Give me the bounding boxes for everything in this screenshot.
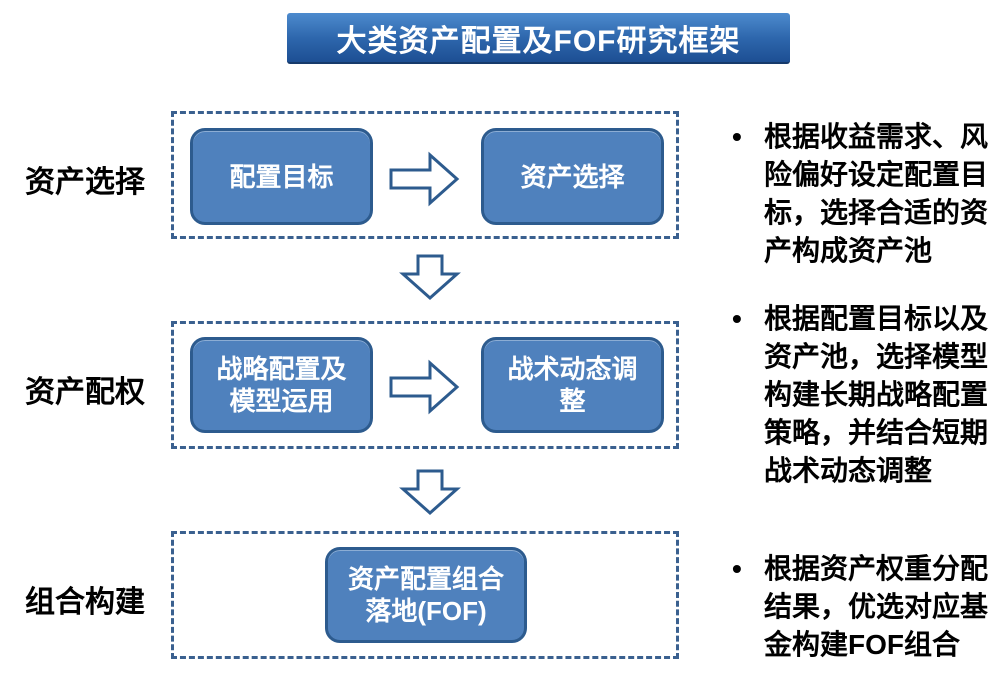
bullet-item-asset-selection: • 根据收益需求、风险偏好设定配置目标，选择合适的资产构成资产池	[728, 118, 996, 270]
down-arrow-icon	[399, 469, 461, 516]
node-allocation-target-label: 配置目标	[229, 161, 334, 192]
bullet-text-asset-weighting: 根据配置目标以及资产池，选择模型构建长期战略配置策略，并结合短期战术动态调整	[764, 303, 989, 486]
stage-box-asset-weighting	[171, 321, 679, 449]
bullet-text-asset-selection: 根据收益需求、风险偏好设定配置目标，选择合适的资产构成资产池	[764, 121, 989, 266]
right-arrow-icon	[389, 359, 460, 415]
stage-box-asset-selection	[171, 111, 679, 239]
bullet-item-portfolio-construction: • 根据资产权重分配结果，优选对应基金构建FOF组合	[728, 550, 996, 664]
bullet-dot: •	[732, 553, 742, 584]
node-tactical-adjustment: 战术动态调 整	[481, 337, 664, 433]
bullet-dot: •	[732, 121, 742, 152]
row-label-portfolio-construction: 组合构建	[25, 586, 145, 619]
node-strategic-allocation-label: 战略配置及 模型运用	[216, 354, 347, 416]
bullet-item-asset-weighting: • 根据配置目标以及资产池，选择模型构建长期战略配置策略，并结合短期战术动态调整	[728, 300, 996, 490]
row-label-asset-weighting: 资产配权	[25, 376, 145, 409]
node-fof-implementation-label: 资产配置组合 落地(FOF)	[347, 564, 504, 626]
node-asset-selection-label: 资产选择	[520, 161, 625, 192]
right-arrow-icon	[389, 151, 460, 207]
row-label-asset-selection: 资产选择	[25, 166, 145, 199]
bullet-dot: •	[732, 303, 742, 334]
node-tactical-adjustment-label: 战术动态调 整	[507, 354, 638, 416]
diagram-title: 大类资产配置及FOF研究框架	[287, 13, 790, 64]
node-asset-selection: 资产选择	[481, 128, 664, 225]
node-fof-implementation: 资产配置组合 落地(FOF)	[325, 547, 527, 643]
node-allocation-target: 配置目标	[190, 128, 373, 225]
bullet-text-portfolio-construction: 根据资产权重分配结果，优选对应基金构建FOF组合	[764, 553, 989, 660]
down-arrow-icon	[399, 254, 461, 301]
stage-box-portfolio-construction	[171, 531, 679, 659]
node-strategic-allocation: 战略配置及 模型运用	[190, 337, 373, 433]
